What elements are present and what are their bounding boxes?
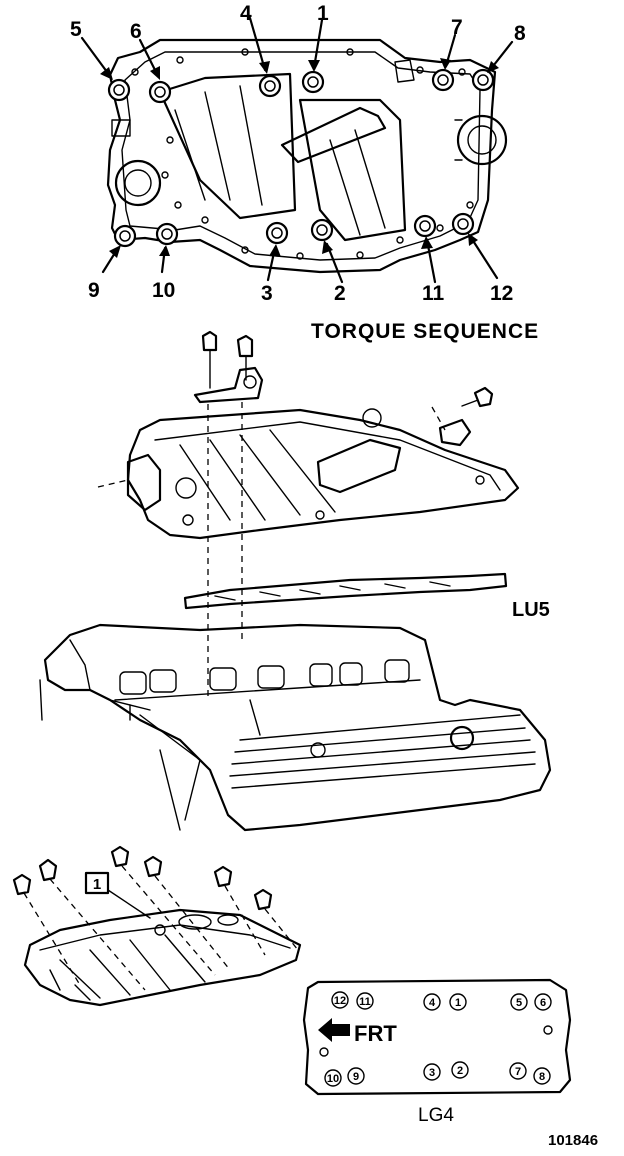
torque-sequence-view: 1 2 3 4 5 6 7 8 9 10 11 12 TORQUE SEQUEN…: [70, 2, 539, 343]
lg4-bolt-9: 9: [347, 1067, 365, 1085]
direction-label: FRT: [354, 1021, 397, 1046]
callout-3: 3: [261, 282, 273, 305]
lg4-bolt-2: 2: [451, 1061, 469, 1079]
exploded-view-lu5: LU5: [39, 330, 552, 832]
svg-text:11: 11: [359, 996, 371, 1008]
lg4-bolt: [253, 888, 299, 951]
bolt-9: [113, 224, 137, 248]
svg-text:2: 2: [457, 1065, 463, 1077]
bolt-11: [413, 214, 437, 238]
svg-text:1: 1: [455, 997, 461, 1009]
bolt-3: [265, 221, 289, 245]
svg-text:9: 9: [353, 1071, 359, 1083]
callout-6: 6: [130, 20, 142, 43]
lg4-manifold-exploded: 1: [12, 845, 302, 1007]
lg4-bolt: [38, 858, 146, 991]
callout-5: 5: [70, 18, 82, 41]
lg4-bolt-3: 3: [423, 1063, 441, 1081]
svg-text:7: 7: [515, 1066, 521, 1078]
lg4-bolt: [143, 855, 231, 971]
callout-10: 10: [152, 279, 175, 302]
bolt-6: [148, 80, 172, 104]
bolt-4: [258, 74, 282, 98]
svg-text:5: 5: [516, 997, 522, 1009]
bolt-5: [107, 78, 131, 102]
svg-text:8: 8: [539, 1071, 545, 1083]
bolt-7: [431, 68, 455, 92]
torque-sequence-title: TORQUE SEQUENCE: [311, 320, 539, 343]
lg4-bolt: [12, 873, 81, 986]
lg4-bolt: [213, 865, 266, 956]
svg-text:6: 6: [540, 997, 546, 1009]
lg4-bolt-12: 12: [331, 991, 349, 1009]
lg4-bolt-8: 8: [533, 1067, 551, 1085]
callout-9: 9: [88, 279, 100, 302]
svg-text:4: 4: [429, 997, 436, 1009]
callout-7: 7: [451, 16, 463, 39]
bolt-12: [451, 212, 475, 236]
lg4-bolt-11: 11: [356, 992, 374, 1010]
bolt-1: [301, 70, 325, 94]
svg-text:10: 10: [327, 1073, 339, 1085]
callout-4: 4: [240, 2, 252, 25]
lg4-bolt-6: 6: [534, 993, 552, 1011]
callout-8: 8: [514, 22, 526, 45]
engine-label-lu5: LU5: [512, 599, 550, 621]
callout-12: 12: [490, 282, 513, 305]
lg4-bolt-4: 4: [423, 993, 441, 1011]
lg4-bolt-5: 5: [510, 993, 528, 1011]
part-callout-box: [84, 871, 110, 895]
lg4-bolt-7: 7: [509, 1062, 527, 1080]
lg4-bolt-1: 1: [449, 993, 467, 1011]
bolt-10: [155, 222, 179, 246]
figure-number: 101846: [548, 1132, 598, 1149]
lg4-bolt-10: 10: [324, 1069, 342, 1087]
callout-arrows: [80, 16, 514, 284]
callout-11: 11: [422, 282, 445, 305]
bolt-8: [471, 68, 495, 92]
svg-text:12: 12: [334, 995, 346, 1007]
lg4-bolt: [110, 845, 216, 976]
svg-text:3: 3: [429, 1067, 435, 1079]
lg4-torque-plate: 12 11 4 1 5 6 10 9 3 2 7 8 FRT LG4: [302, 978, 572, 1126]
callout-1: 1: [317, 2, 329, 25]
part-callout-number: 1: [93, 876, 101, 893]
engine-label-lg4: LG4: [418, 1105, 454, 1126]
bolt-2: [310, 218, 334, 242]
callout-2: 2: [334, 282, 346, 305]
front-arrow-icon: [318, 1018, 350, 1042]
